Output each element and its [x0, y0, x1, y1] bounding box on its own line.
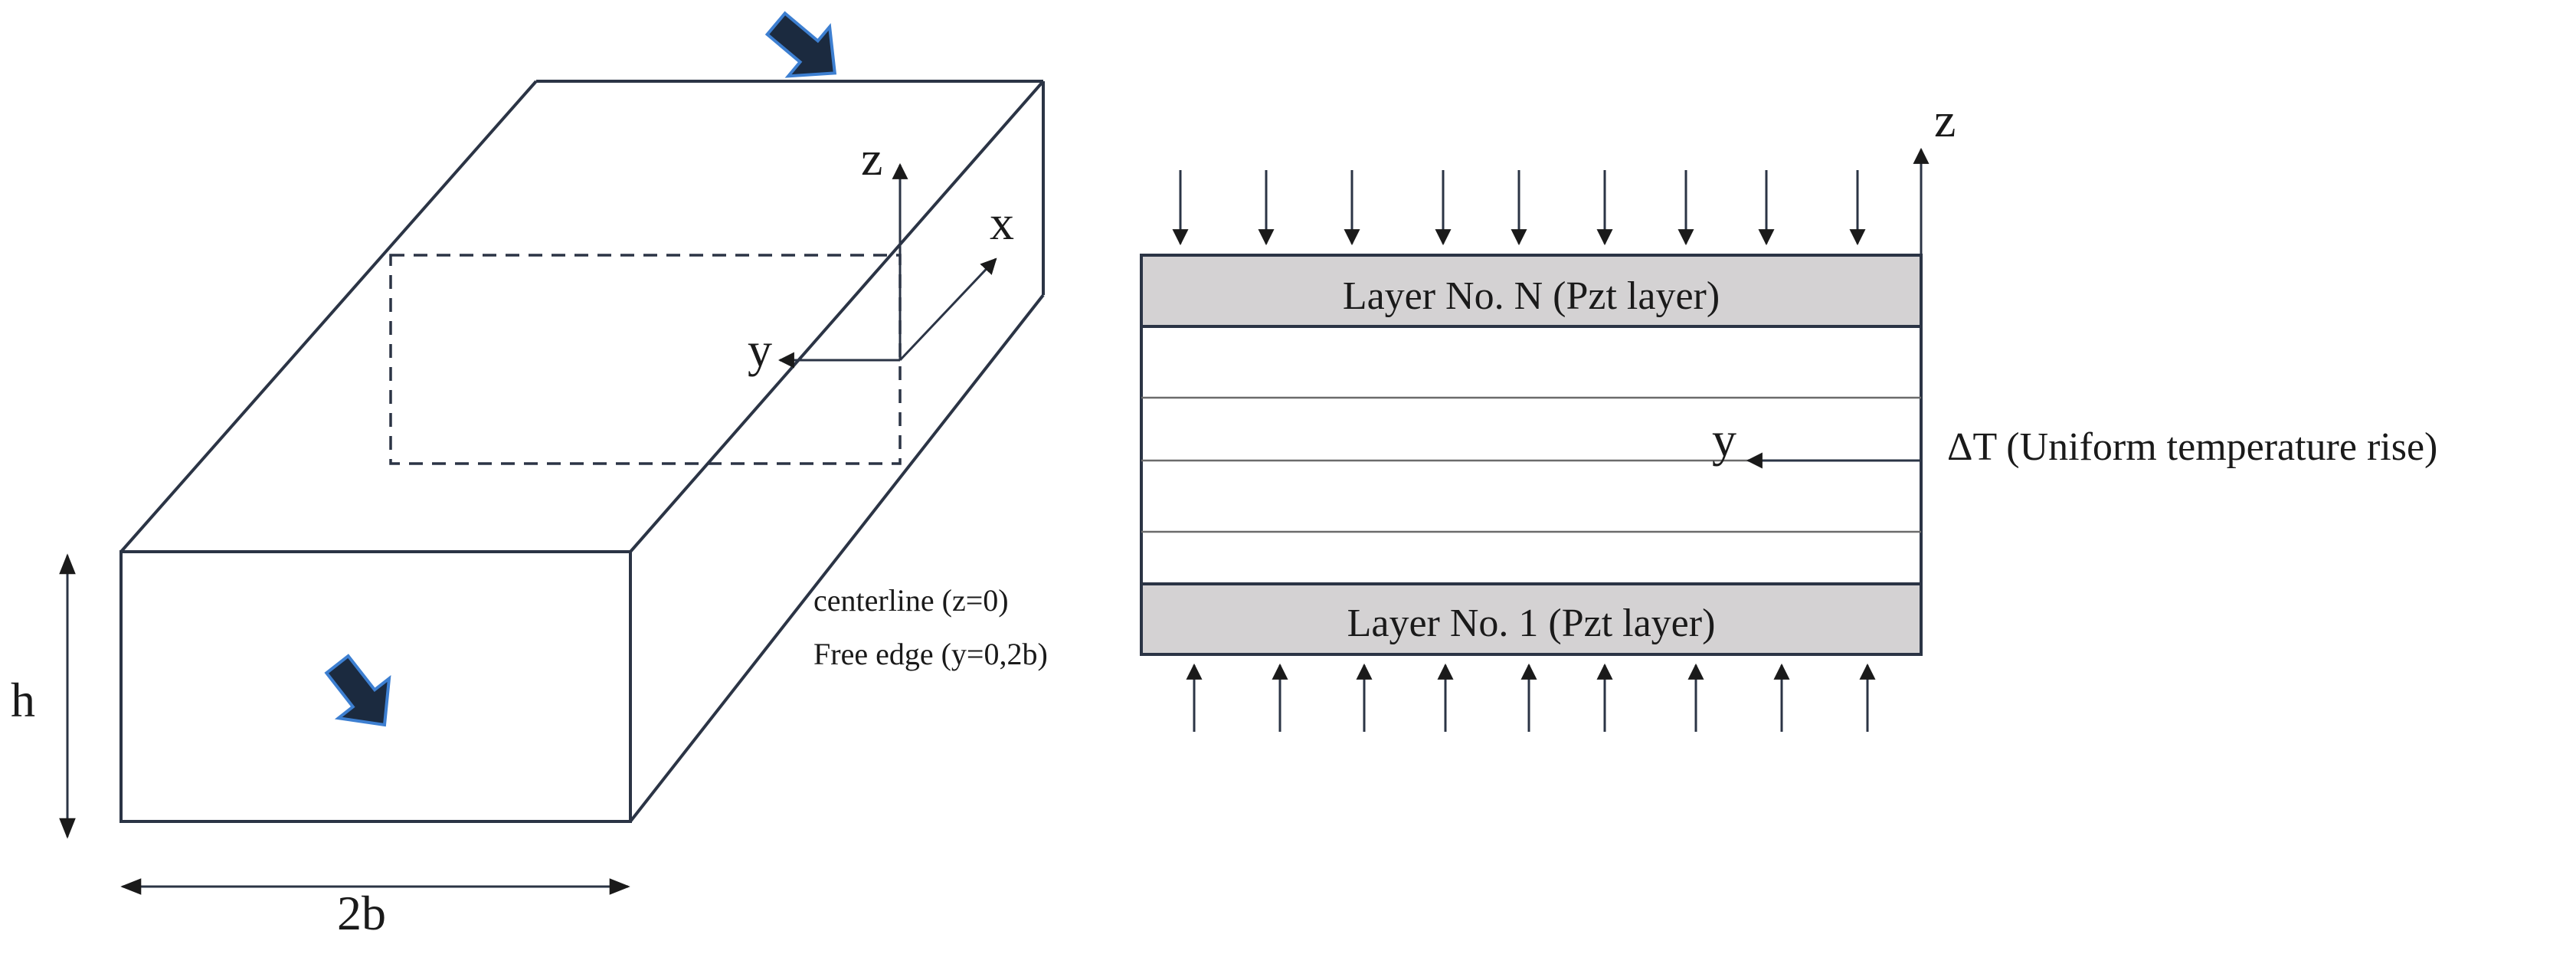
plate-bottom-right-edge — [629, 293, 1045, 823]
layer-n-rect — [1140, 254, 1923, 328]
temperature-label: ΔT (Uniform temperature rise) — [1947, 425, 2437, 469]
axis-x-left-label: x — [990, 195, 1014, 250]
dimension-2b-label: 2b — [337, 886, 386, 940]
top-load-arrows — [1172, 170, 1866, 246]
layer-1-label: Layer No. 1 (Pzt layer) — [1347, 602, 1716, 645]
block-arrow-icon — [764, 11, 837, 78]
plate-3d: z x y h 2b centerline (z=0) Free edge (y… — [11, 11, 1048, 940]
axis-z-left-label: z — [861, 131, 882, 185]
axis-z-right-label: z — [1934, 93, 1956, 147]
axis-y-right-label: y — [1712, 412, 1736, 467]
plate-top-left-edge — [119, 80, 538, 553]
block-arrow-icon — [324, 654, 391, 727]
plate-top-right-edge — [629, 80, 1045, 553]
free-edge-note: Free edge (y=0,2b) — [813, 637, 1048, 671]
layer-n-label: Layer No. N (Pzt layer) — [1343, 274, 1720, 318]
axis-x-left — [898, 257, 997, 362]
axis-y-left-label: y — [748, 323, 772, 377]
dimension-h-label: h — [11, 673, 35, 727]
centerline-plane — [389, 254, 902, 465]
plate-front-face — [119, 550, 632, 823]
layer-1-rect — [1140, 582, 1923, 656]
laminate-section: Layer No. N (Pzt layer) Layer No. 1 (Pzt… — [1140, 93, 2437, 732]
bottom-load-arrows — [1186, 663, 1876, 732]
centerline-note: centerline (z=0) — [813, 583, 1009, 618]
